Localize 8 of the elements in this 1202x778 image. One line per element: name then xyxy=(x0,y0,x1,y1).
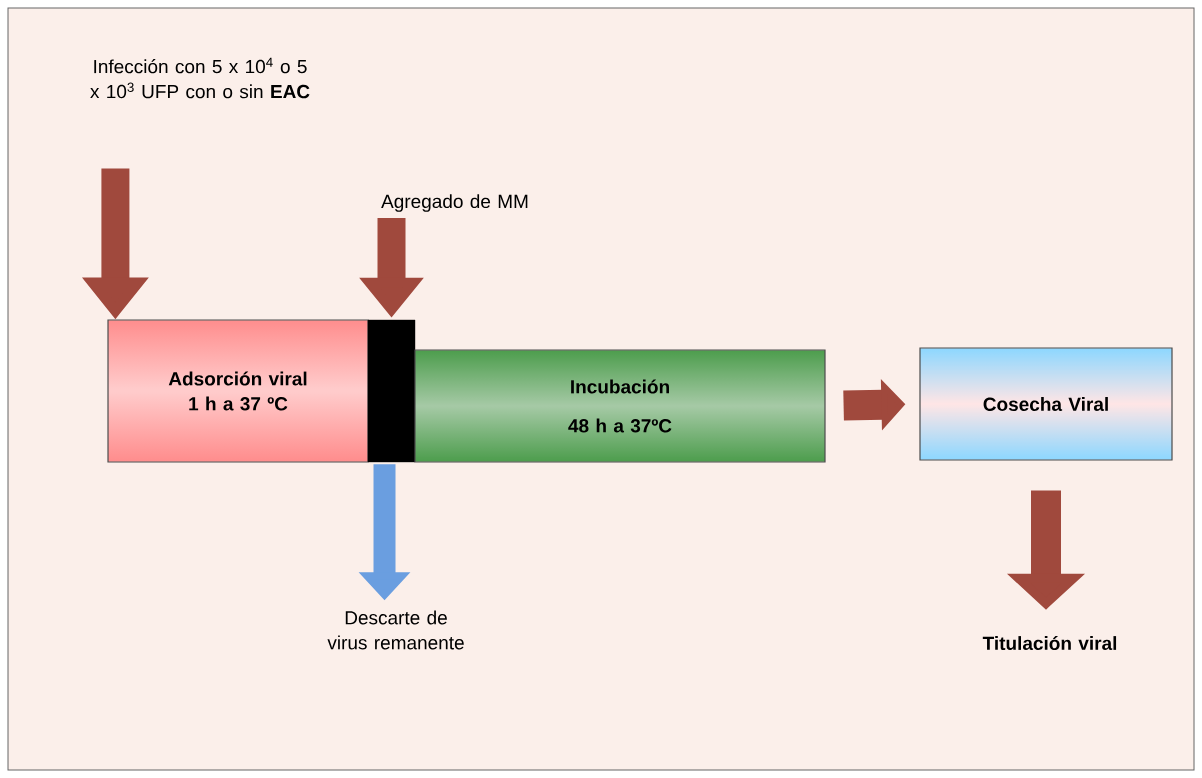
process-box: Incubación 48 h a 37ºC xyxy=(414,349,826,463)
step-label: Infección con 5 x 10$^{4}$ o 5 x 10$^{3}$ UFP con o sin EAC xyxy=(90,57,310,99)
process-box: Adsorción viral 1 h a 37 ºC xyxy=(107,319,369,463)
step-label: Agregado de MM xyxy=(381,194,528,212)
step-label: Titulación viral xyxy=(982,635,1117,651)
separator-bar xyxy=(367,319,416,463)
process-box: Cosecha Viral xyxy=(919,347,1173,461)
step-label: Descarte de virus remanente xyxy=(327,610,464,650)
